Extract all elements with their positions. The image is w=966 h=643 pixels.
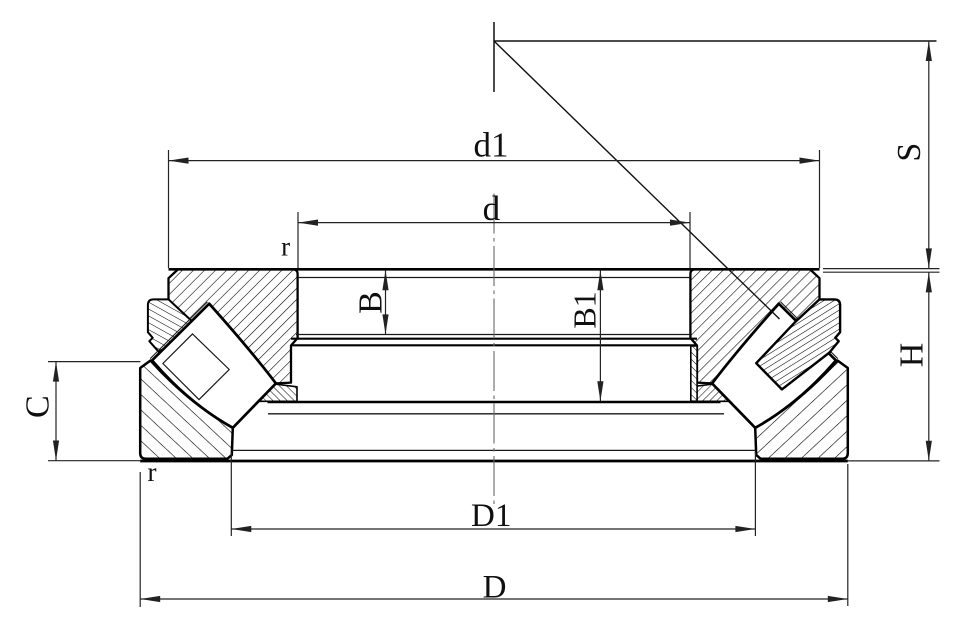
svg-text:D: D: [483, 569, 507, 605]
svg-text:S: S: [891, 143, 928, 162]
svg-text:r: r: [281, 232, 290, 262]
svg-text:d: d: [483, 189, 501, 228]
svg-text:C: C: [20, 395, 57, 418]
svg-text:H: H: [893, 343, 930, 368]
svg-text:D1: D1: [471, 498, 511, 534]
svg-text:d1: d1: [474, 126, 509, 165]
svg-text:B: B: [352, 291, 389, 314]
svg-text:B1: B1: [567, 291, 603, 328]
svg-text:r: r: [148, 457, 157, 487]
